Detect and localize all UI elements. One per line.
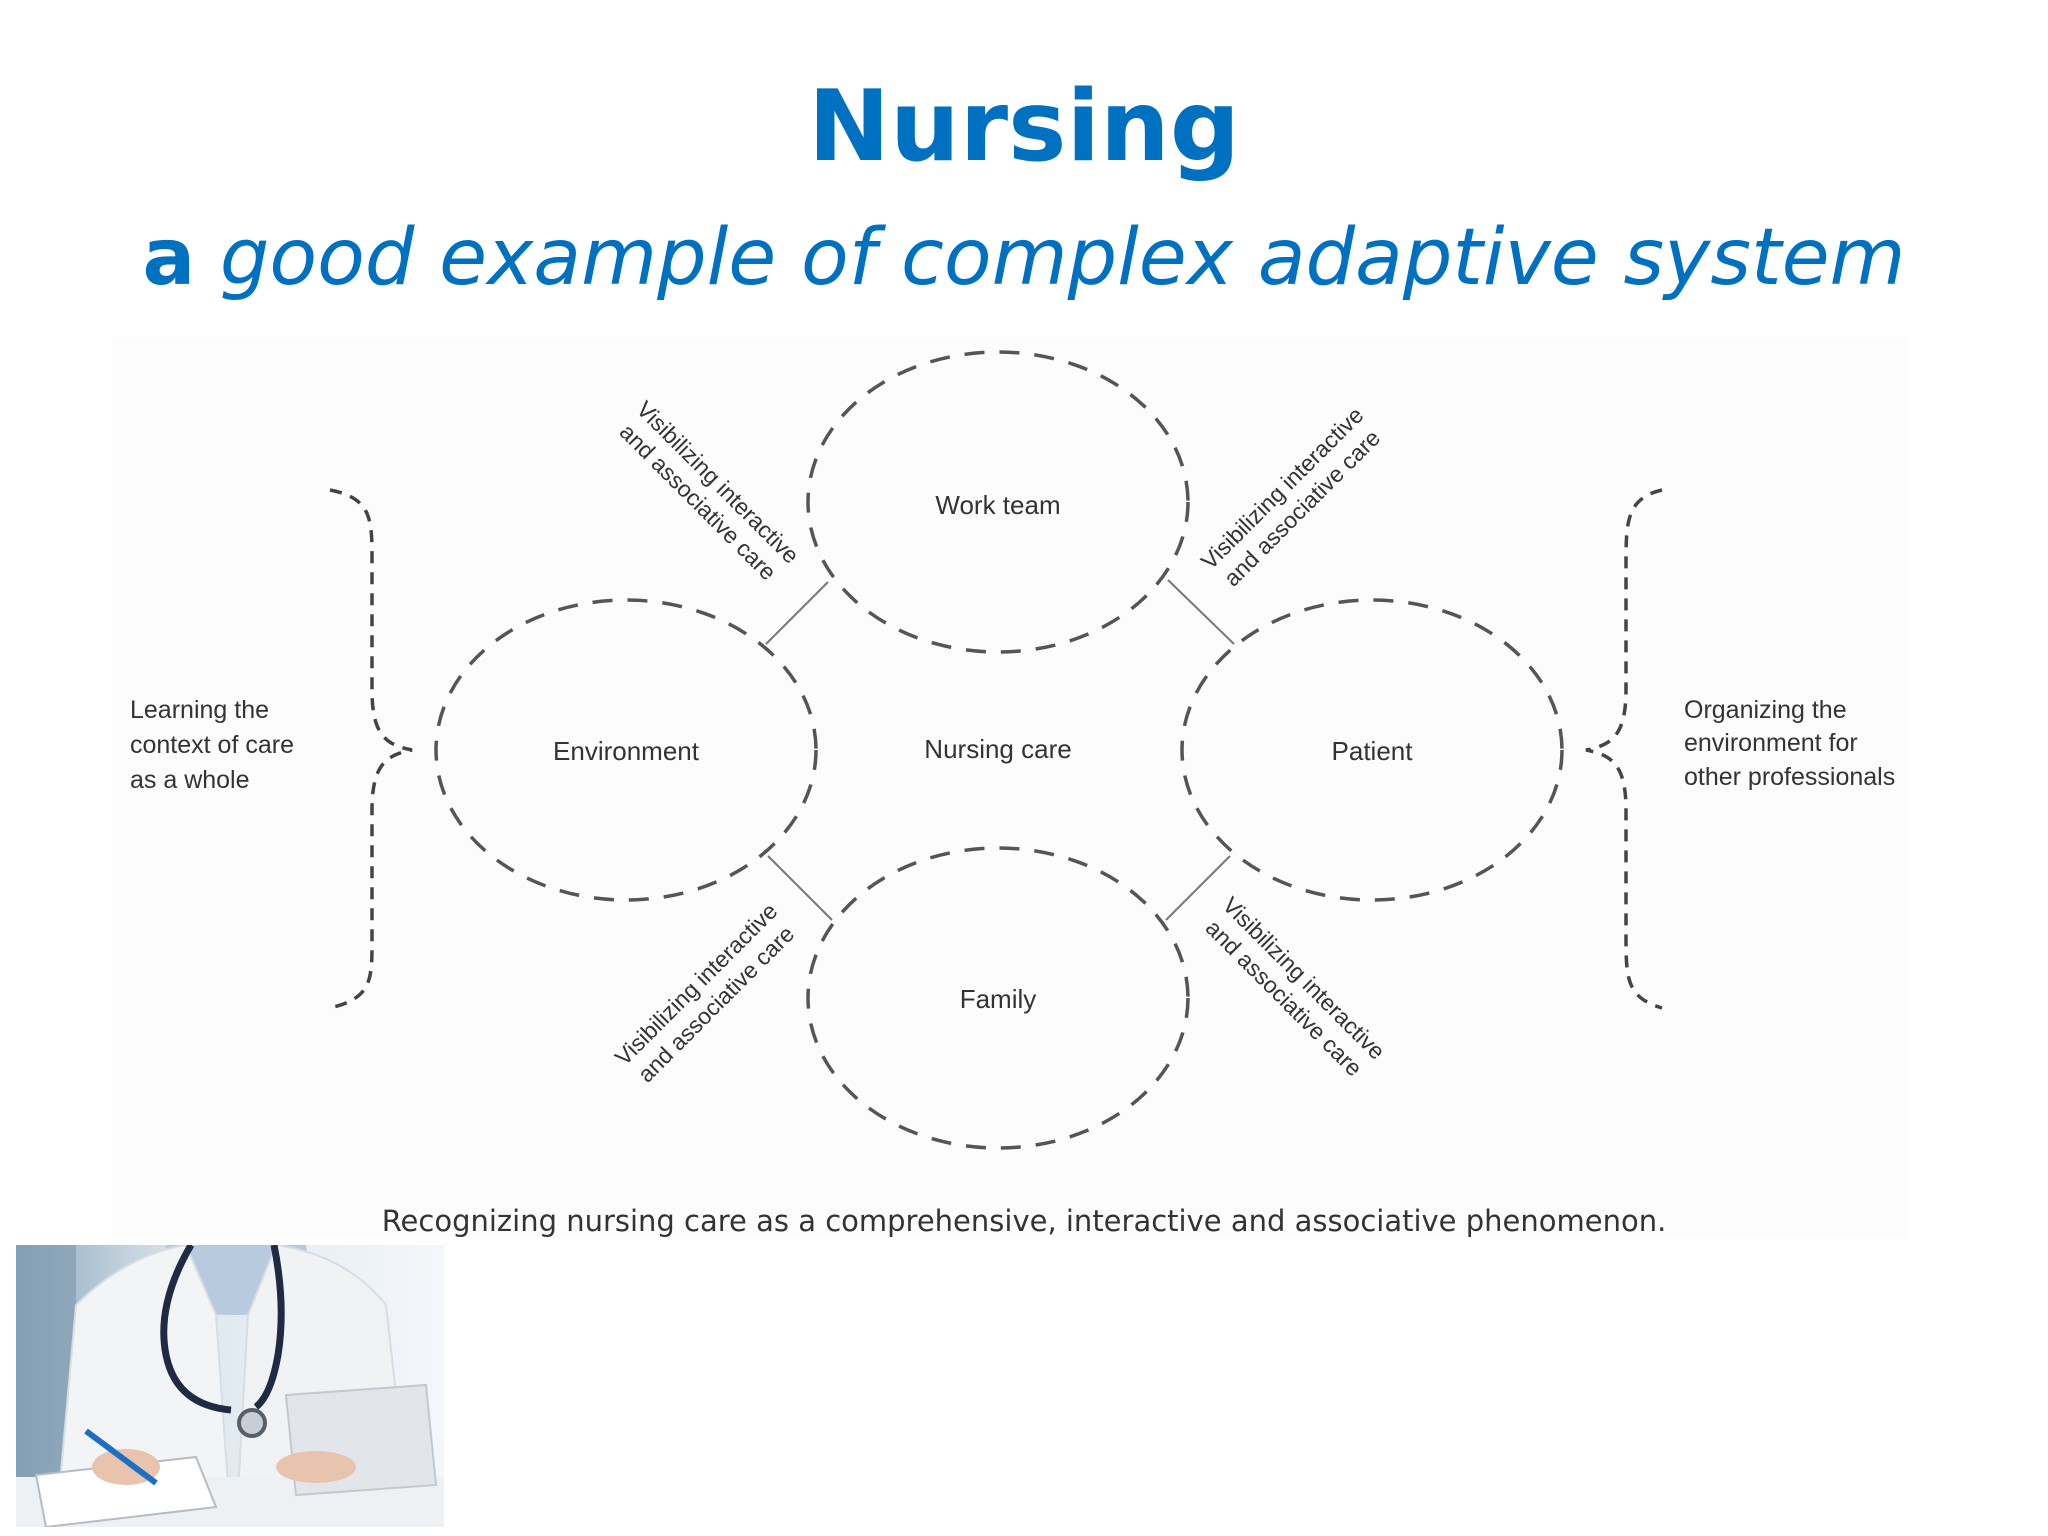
node-circle-top [806, 350, 1190, 654]
diagram-panel [112, 338, 1908, 1238]
nurse-with-stethoscope-photo [16, 1245, 444, 1527]
node-circle-bottom [806, 846, 1190, 1150]
center-label: Nursing care [924, 734, 1071, 764]
svg-text:Visibilizing interactive: Visibilizing interactive [632, 396, 805, 569]
subtitle-lead: a [142, 213, 196, 303]
connector-label-top-left: Visibilizing interactive and associative… [615, 396, 805, 585]
connector-top-left [765, 581, 829, 645]
diagram-caption: Recognizing nursing care as a comprehens… [381, 1204, 1667, 1238]
left-note-line-3: as a whole [130, 766, 250, 794]
connector-top-right [1167, 579, 1235, 645]
slide-title: Nursing [808, 70, 1240, 184]
node-label-left: Environment [553, 736, 700, 766]
connector-label-bottom-right: Visibilizing interactive and associative… [1201, 892, 1391, 1081]
subtitle-rest: good example of complex adaptive system [219, 213, 1906, 303]
svg-text:Visibilizing interactive: Visibilizing interactive [610, 898, 783, 1071]
left-note-line-1: Learning the [130, 696, 269, 724]
connector-label-top-right: Visibilizing interactive and associative… [1196, 402, 1385, 591]
photo-illustration [16, 1245, 444, 1527]
connector-bottom-right [1165, 855, 1231, 921]
slide-subtitle: a good example of complex adaptive syste… [0, 217, 2048, 300]
right-brace [1585, 488, 1663, 1010]
node-label-bottom: Family [960, 984, 1037, 1014]
node-label-right: Patient [1332, 736, 1414, 766]
node-circle-left [434, 598, 818, 902]
right-note-line-2: environment for [1684, 729, 1858, 757]
left-note-line-2: context of care [130, 731, 294, 759]
node-label-top: Work team [935, 490, 1060, 520]
svg-text:Visibilizing interactive: Visibilizing interactive [1196, 402, 1369, 575]
connector-label-bottom-left: Visibilizing interactive and associative… [610, 898, 799, 1087]
left-brace [329, 488, 413, 1010]
right-note-line-1: Organizing the [1684, 696, 1847, 724]
node-circle-right [1180, 598, 1564, 902]
connector-bottom-left [767, 855, 833, 921]
right-note-line-3: other professionals [1684, 763, 1895, 791]
svg-text:Visibilizing interactive: Visibilizing interactive [1218, 892, 1391, 1065]
